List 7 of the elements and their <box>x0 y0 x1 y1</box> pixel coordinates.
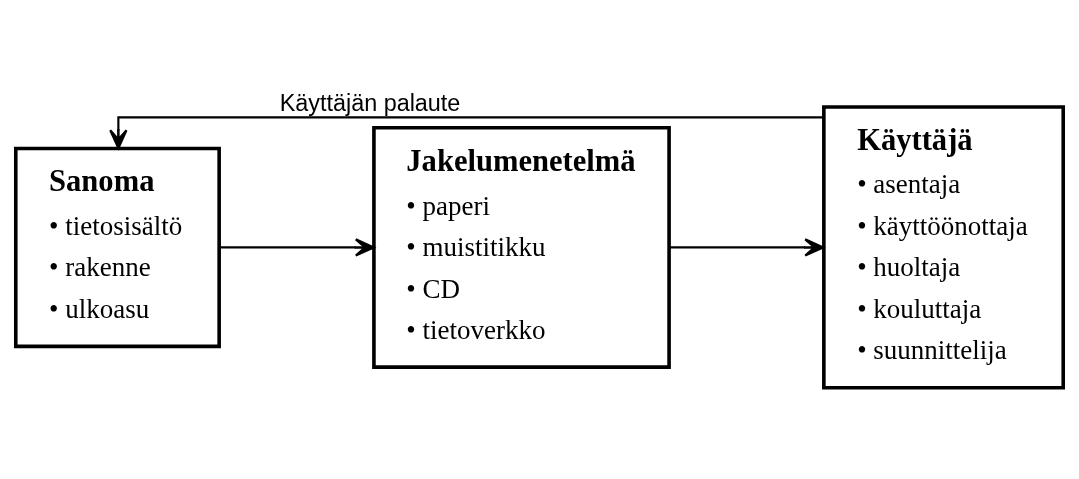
edge-label: Käyttäjän palaute <box>279 89 461 116</box>
node-box: Sanoma • tietosisältö • rakenne • ulkoasu <box>13 146 221 348</box>
arrow <box>109 115 824 149</box>
arrow <box>669 237 825 257</box>
arrow <box>219 237 375 257</box>
node-box: Jakelumenetelmä • paperi • muistitikku • CD • tietoverkko <box>372 125 671 369</box>
node-box: Käyttäjä • asentaja • käyttöönottaja • huoltaja • kouluttaja • suunnittelija <box>822 104 1065 390</box>
